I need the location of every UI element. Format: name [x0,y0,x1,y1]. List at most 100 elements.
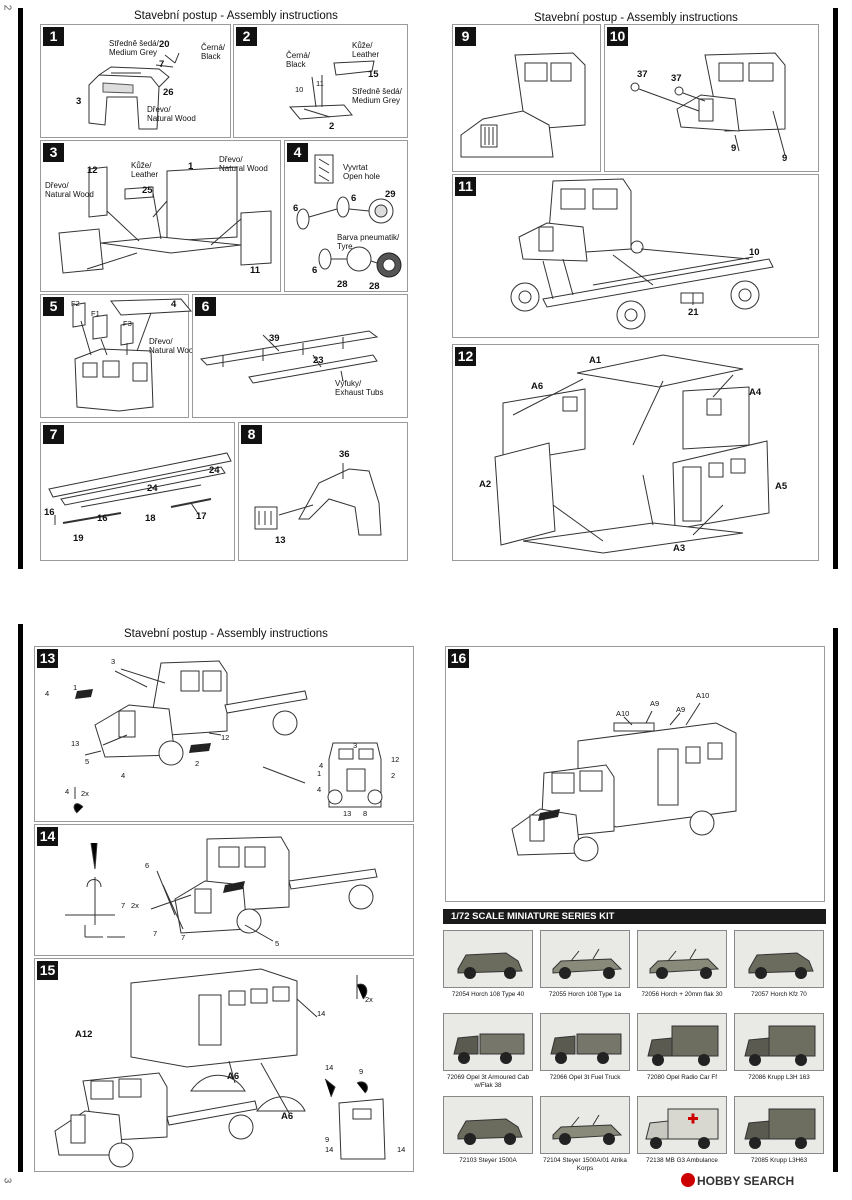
kit-caption: 72054 Horch 108 Type 40 [451,991,525,998]
cab-front-drawing [41,25,232,139]
part-number: 1 [317,769,322,778]
kit-caption: 72104 Steyer 1500A/01 Atrika Korps [543,1157,627,1172]
vehicle-icon [552,1114,623,1145]
ambulance-body-drawing [453,345,820,562]
part-number: 26 [163,87,174,98]
step-15-panel: 15 A12 A6 A6 14 14 9 9 14 14 2x [34,958,414,1172]
cab-glazing-drawing [41,295,190,419]
label-leather: Kůže/ Leather [352,41,380,59]
kit-photo [540,930,630,988]
part-number: 37 [671,73,682,84]
part-number: A4 [749,387,762,398]
part-number: 11 [316,79,324,88]
part-number: 5 [85,757,90,766]
part-number: 10 [295,85,304,94]
step-9-panel: 9 [452,24,601,172]
part-number: 37 [637,69,648,80]
part-number: 25 [142,185,153,196]
part-number: A10 [616,709,630,718]
vehicle-icon [649,948,720,979]
axle-drawing [41,423,236,525]
part-number: 14 [325,1145,334,1154]
kit-photo [443,930,533,988]
label-leather: Kůže/ Leather [131,161,159,179]
part-number: 14 [325,1063,334,1072]
kit-photo [734,930,824,988]
part-number: 16 [44,507,55,518]
part-number: 9 [731,143,737,154]
step-5-panel: 5 Dřevo/ Natural Wood F2 F1 F3 4 [40,294,198,419]
truck-side-lights-drawing [65,825,415,957]
part-number: 39 [269,333,280,344]
vehicle-icon [647,1025,719,1066]
kit-photo [637,1013,727,1071]
kit-card: 72055 Horch 108 Type 1a [540,930,630,999]
kit-photo [734,1096,824,1154]
part-number: 15 [368,69,379,80]
kit-caption: 72056 Horch + 20mm flak 30 [641,991,723,998]
part-number: 13 [71,739,80,748]
part-number: 12 [221,733,230,742]
part-number: 3 [76,96,82,107]
wheel-drawing [285,141,409,293]
drill-twice-note: 2x [131,901,139,910]
part-number: 3 [111,657,116,666]
kit-card: 72056 Horch + 20mm flak 30 [637,930,727,999]
page-title-top-right: Stavební postup - Assembly instructions [534,12,738,24]
step-number: 15 [37,961,58,980]
label-black: Černá/ Black [201,43,226,61]
part-number: 12 [87,165,98,176]
part-number: 24 [209,465,220,476]
step-7-panel: 7 24 24 16 16 18 17 19 [40,422,235,561]
part-number: 13 [343,809,352,818]
part-number: 6 [312,265,318,276]
kit-photo [637,930,727,988]
part-number: 14 [397,1145,406,1154]
drill-twice-note: 2x [81,789,89,798]
series-heading: 1/72 SCALE MINIATURE SERIES KIT [443,909,826,924]
step-16-panel: 16 A10 A9 A9 A10 [445,646,825,902]
vehicle-icon [744,1025,816,1066]
hood-grille-drawing [239,463,409,562]
part-number: 19 [73,533,84,544]
part-number: 6 [145,861,150,870]
step-number: 5 [43,297,64,316]
step-6-panel: 6 Výfuky/ Exhaust Tubs 39 23 [192,294,408,418]
part-number: 4 [45,689,50,698]
kit-photo [637,1096,727,1154]
step-4-panel: 4 Vyvrtat Open hole Barva pneumatik/ Tyr… [284,140,408,292]
part-number: 7 [181,933,186,942]
step-number: 14 [37,827,58,846]
kit-caption: 72080 Opel Radio Car Ff [646,1074,717,1081]
part-number: 4 [317,785,322,794]
part-number: 1 [73,683,78,692]
part-number: 4 [121,771,126,780]
cab-interior-drawing [41,141,282,293]
part-number: 20 [159,39,170,50]
part-number: 12 [391,755,400,764]
truck-body-mount-drawing [35,959,415,1173]
step-11-panel: 11 10 21 [452,174,819,338]
step-number: 6 [195,297,216,316]
part-number: 24 [147,483,158,494]
step-10-panel: 10 37 37 9 9 [604,24,819,172]
part-number: 4 [65,787,70,796]
label-tyre: Barva pneumatik/ Tyre [337,233,400,251]
part-number: A1 [589,355,602,366]
part-number: F1 [91,309,100,318]
part-number: 8 [363,809,368,818]
part-number: 10 [749,247,760,258]
step-number: 7 [43,425,64,444]
part-number: 4 [171,299,177,310]
part-number: A2 [479,479,492,490]
kit-card: 72138 MB G3 Ambulance [637,1096,727,1165]
part-number: A6 [281,1111,294,1122]
part-number: 1 [188,161,194,172]
part-number: 28 [369,281,380,292]
page-number-bottom: 3 [1,1177,13,1184]
vehicle-icon [550,1033,622,1064]
part-number: 36 [339,449,350,460]
part-number: A9 [676,705,686,714]
binding-bar-top-left [18,8,23,569]
part-number: 7 [121,901,126,910]
